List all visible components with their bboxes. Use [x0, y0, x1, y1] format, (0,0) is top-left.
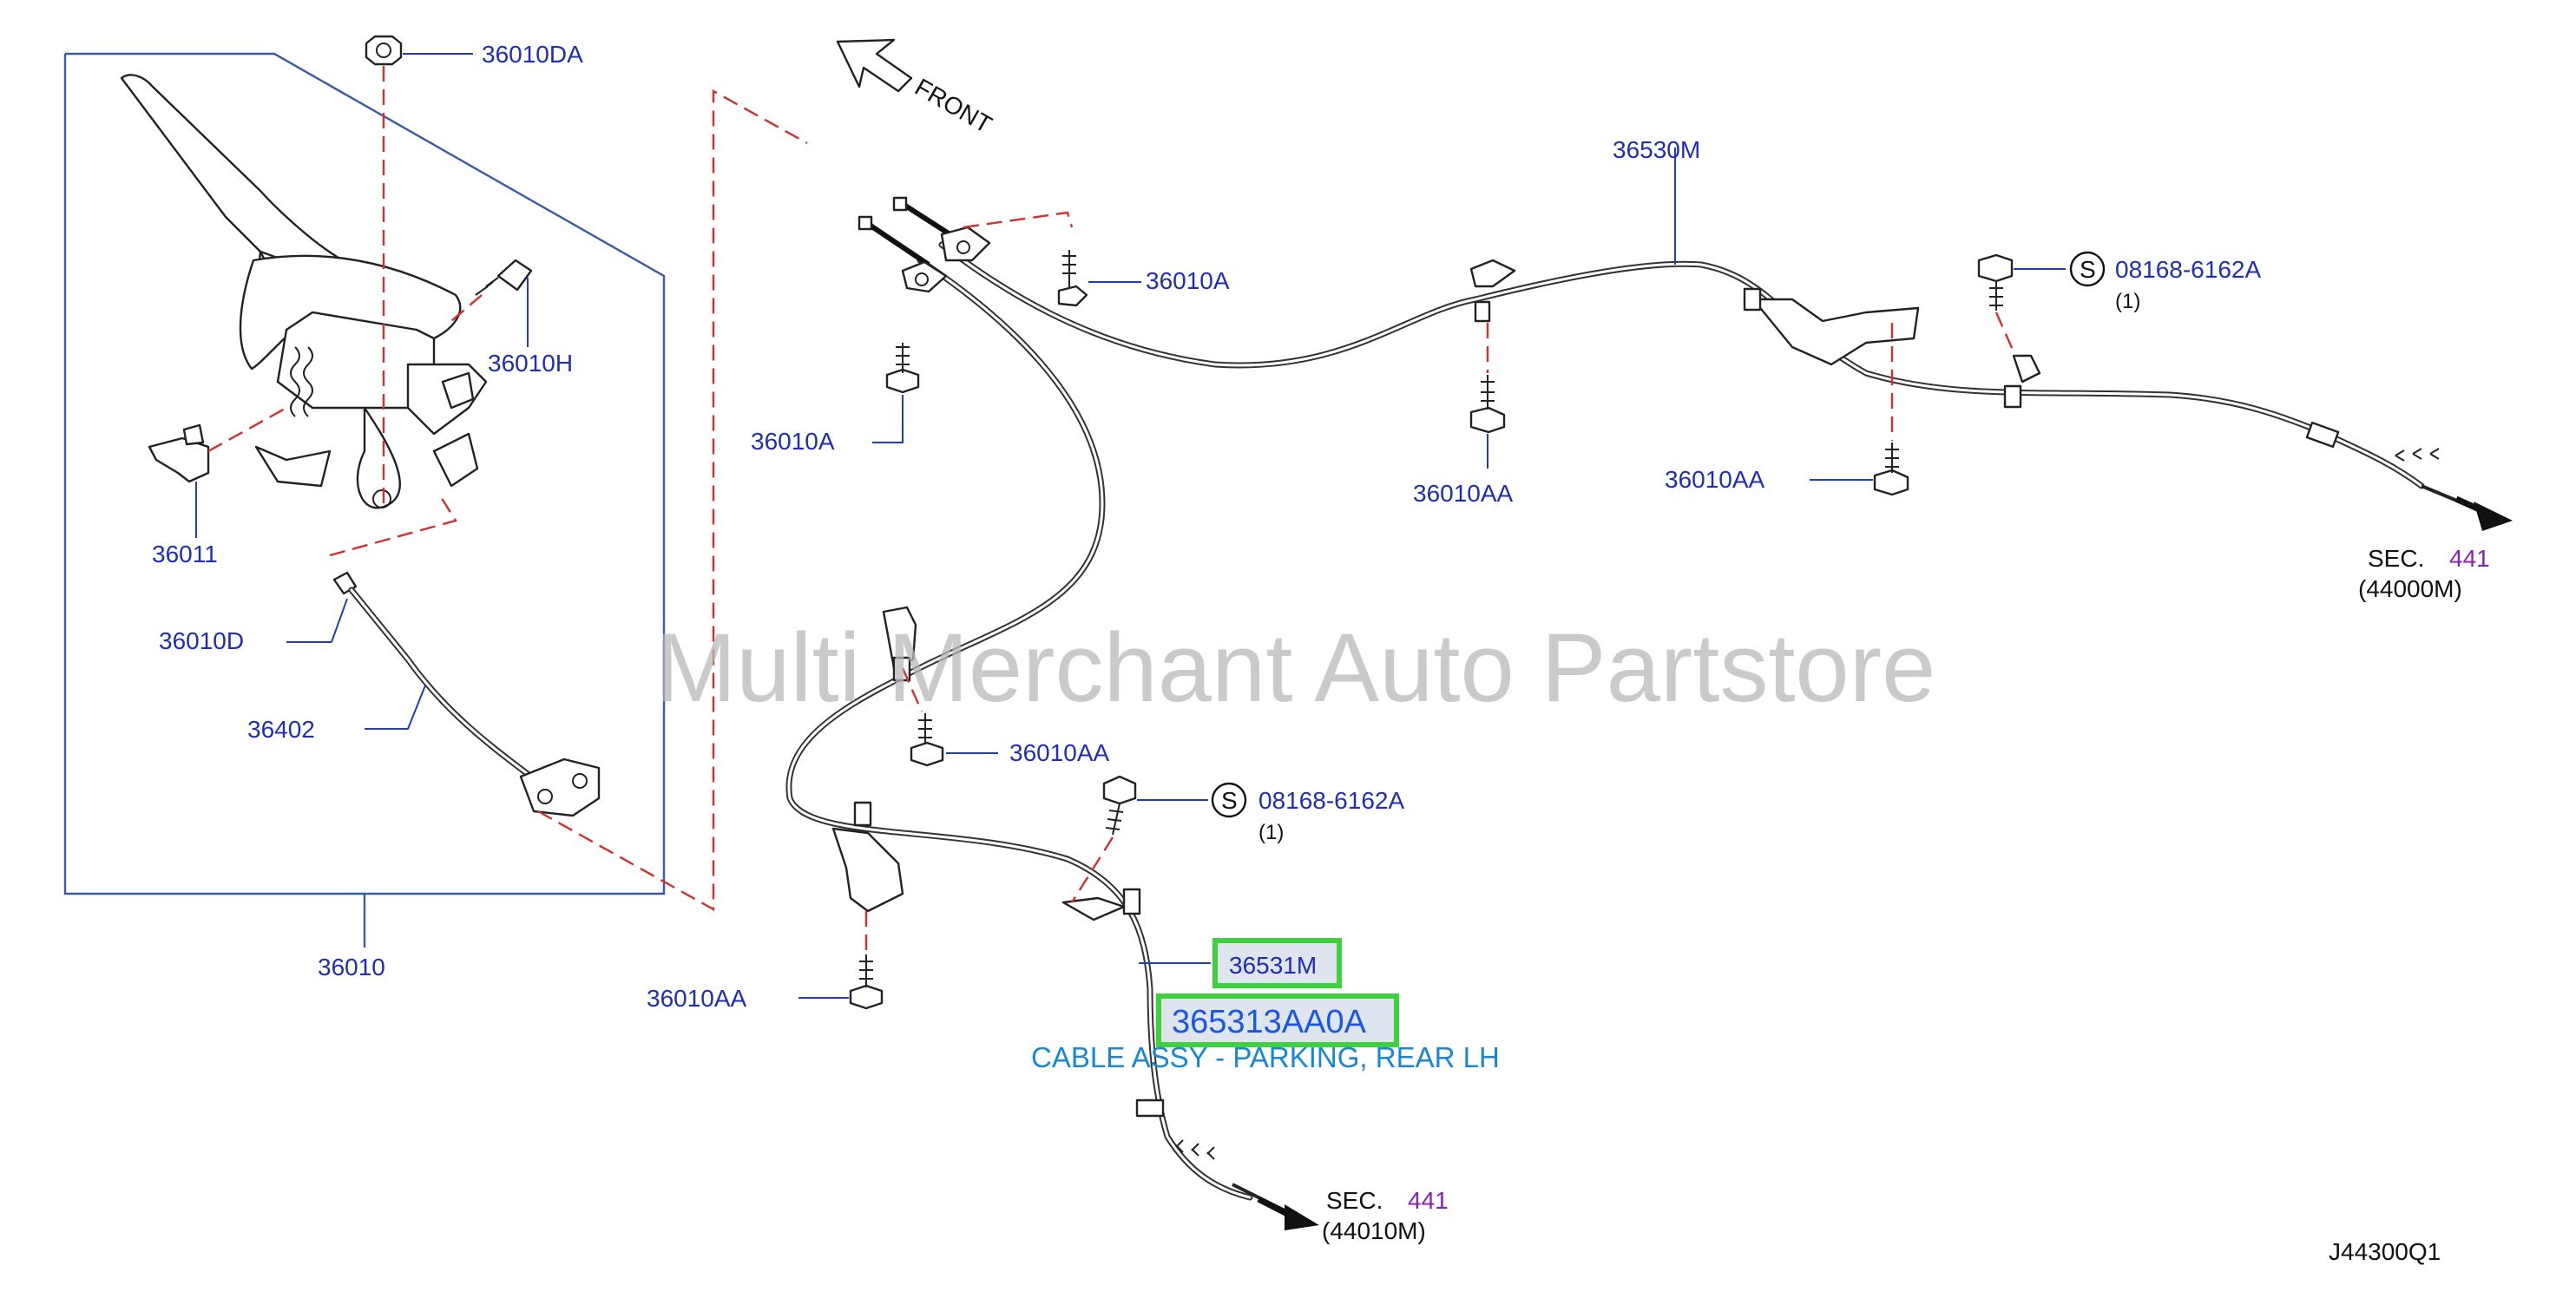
- callout-36531M[interactable]: 36531M: [1229, 952, 1317, 979]
- diagram-code: J44300Q1: [2329, 1238, 2441, 1265]
- bolt-36010AA-right: [1873, 443, 1909, 496]
- guide-bolt-08168-top: [1994, 312, 2017, 357]
- guide-bolt-center: [901, 667, 923, 712]
- leader-36010D-b: [331, 598, 348, 643]
- s-label-top: S: [2080, 256, 2096, 283]
- callout-36010AA-mid: 36010AA: [1413, 480, 1514, 507]
- callout-36010AA-center: 36010AA: [1009, 739, 1110, 766]
- highlight-box-36531M: [1212, 938, 1342, 988]
- section-number-bottom: 441: [1408, 1187, 1449, 1214]
- callout-36010D: 36010D: [159, 627, 244, 654]
- callout-36530M: 36530M: [1613, 136, 1700, 163]
- bolt-36010AA-bottom: [849, 954, 884, 1010]
- s-circle-top: [2069, 251, 2106, 287]
- section-ref-right: (44000M): [2358, 575, 2462, 602]
- parking-brake-lever: [120, 74, 488, 509]
- bolt-08168-bottom: [1102, 775, 1137, 836]
- guide-front-bracket: [963, 211, 1074, 229]
- callout-08168-bottom: 08168-6162A: [1258, 787, 1404, 814]
- bolt-36010A-top: [1057, 250, 1088, 307]
- leader-36402: [365, 685, 426, 730]
- bolts: [798, 250, 2066, 1010]
- callout-36011: 36011: [152, 541, 218, 567]
- s-label-bottom: S: [1221, 787, 1238, 814]
- section-number-right: 441: [2449, 545, 2490, 572]
- callout-36010: 36010: [318, 954, 385, 980]
- s-circle-bottom: [1211, 782, 1247, 818]
- right-cable-end: [2305, 421, 2513, 531]
- callout-36010H: 36010H: [488, 350, 573, 377]
- bottom-cable-end: [1135, 1099, 1319, 1230]
- guide-assembly-link: [537, 89, 808, 912]
- callout-36010A-top: 36010A: [1146, 267, 1230, 294]
- watermark: Multi Merchant Auto Partstore: [655, 613, 1935, 722]
- callout-36010A-left: 36010A: [751, 428, 835, 455]
- guide-bolt-08168-bottom: [1070, 836, 1114, 903]
- callout-36010DA: 36010DA: [482, 41, 583, 68]
- callout-08168-top-qty: (1): [2115, 290, 2140, 313]
- nut-36010DA: [365, 35, 403, 66]
- front-arrow-icon: [836, 38, 913, 93]
- assembly-frame: [63, 52, 666, 895]
- callout-36010AA-right: 36010AA: [1665, 466, 1765, 493]
- bolt-36010A-left: [885, 343, 920, 394]
- front-label: FRONT: [910, 73, 996, 138]
- callout-08168-bottom-qty: (1): [1258, 821, 1284, 844]
- bolt-36010AA-center: [910, 713, 944, 767]
- part-description: CABLE ASSY - PARKING, REAR LH: [1031, 1041, 1500, 1073]
- callout-36010AA-bottom: 36010AA: [647, 985, 747, 1012]
- bolt-36010AA-mid: [1469, 375, 1506, 434]
- section-label-right: SEC.: [2368, 545, 2424, 572]
- callout-36402: 36402: [247, 716, 315, 743]
- guide-switch: [207, 406, 287, 453]
- bolt-08168-top: [1977, 253, 2014, 311]
- guide-bolt-h: [450, 294, 483, 322]
- highlighted-part-number[interactable]: 365313AA0A: [1172, 1004, 1367, 1040]
- leader-36010A-left: [872, 395, 904, 443]
- front-cable-36402: [332, 571, 601, 817]
- section-label-bottom: SEC.: [1326, 1187, 1383, 1214]
- callout-08168-top: 08168-6162A: [2115, 256, 2261, 283]
- bolt-36010H: [475, 259, 533, 296]
- section-ref-bottom: (44010M): [1322, 1217, 1426, 1244]
- highlight-box-part-number: [1156, 994, 1399, 1047]
- brackets: [831, 259, 2041, 921]
- guide-front-cable: [329, 492, 457, 557]
- switch-36011: [148, 423, 210, 483]
- cable-end-rods-top: [858, 196, 991, 293]
